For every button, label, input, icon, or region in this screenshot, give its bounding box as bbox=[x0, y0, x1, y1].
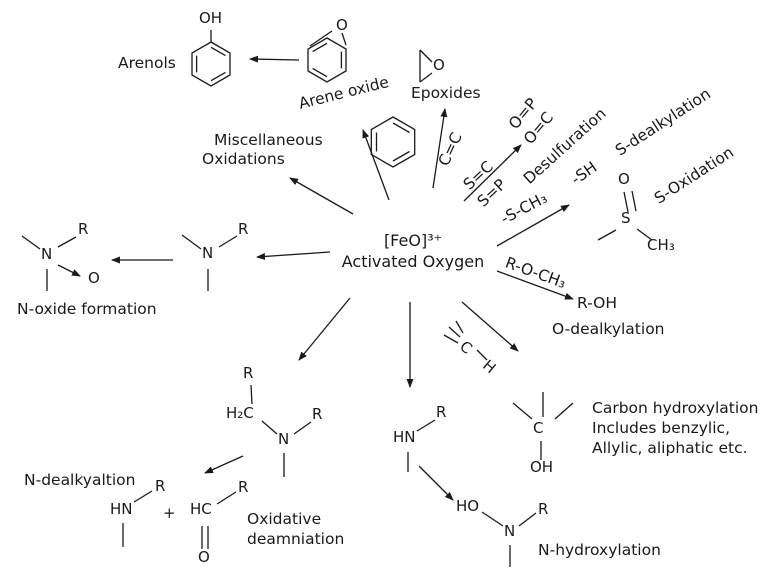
arrow-areneoxide-to-phenol bbox=[249, 55, 300, 63]
phenol-ring bbox=[191, 41, 231, 87]
hydroxylamine-n-label: N bbox=[504, 522, 516, 540]
deamination-bond bbox=[293, 421, 312, 435]
phenol-double-bond bbox=[210, 46, 226, 57]
arrow-to-n-dealkylation-products bbox=[204, 455, 244, 474]
noxide-o-label: O bbox=[88, 269, 100, 287]
n-dealkylation-label: N-dealkyaltion bbox=[24, 471, 136, 489]
benzene-ring bbox=[370, 116, 416, 168]
noxide-n-label: N bbox=[41, 245, 53, 263]
hydroxylamine-r-label: R bbox=[538, 500, 549, 518]
deamination-bond bbox=[250, 384, 253, 405]
sulfoxide-s-label: S bbox=[621, 209, 631, 227]
product-r-label: R bbox=[155, 477, 166, 495]
ch-bond bbox=[476, 349, 488, 361]
deamination-bond bbox=[261, 420, 278, 435]
carbinol-bond bbox=[554, 402, 574, 420]
arrow-to-epoxides bbox=[432, 108, 448, 189]
nhydroxylation-bond bbox=[416, 419, 436, 432]
oxidative-deamination-label-line1: Oxidative bbox=[247, 510, 322, 528]
arene-oxide-double-bond bbox=[312, 67, 328, 78]
epoxide-bond bbox=[419, 49, 433, 63]
hydroxylamine-ho-label: HO bbox=[456, 497, 480, 515]
noxide-bond bbox=[57, 236, 77, 248]
noxide-r-label: R bbox=[78, 220, 89, 238]
plus-sign: + bbox=[163, 504, 176, 522]
arrow-hn-to-hydroxylamine bbox=[418, 465, 454, 501]
carbon-hydroxylation-label-line3: Allylic, aliphatic etc. bbox=[592, 439, 748, 457]
n-oxide-formation-label: N-oxide formation bbox=[17, 300, 157, 318]
ch-tick bbox=[448, 326, 461, 338]
product-hn-label: HN bbox=[110, 500, 133, 518]
phenol-double-bond bbox=[210, 71, 226, 82]
nhydroxylation-r-label: R bbox=[436, 403, 447, 421]
deamination-n-label: N bbox=[278, 430, 290, 448]
sulfoxide-double-bond bbox=[623, 191, 629, 213]
aldehyde-bond bbox=[216, 491, 237, 505]
oxidative-deamination-label-line2: deamniation bbox=[247, 530, 345, 548]
arrow-to-o-dealkylation bbox=[496, 270, 574, 300]
epoxide-bond bbox=[419, 72, 433, 83]
sulfoxide-o-label: O bbox=[618, 170, 630, 188]
arenols-label: Arenols bbox=[118, 54, 176, 72]
ch-tick bbox=[443, 334, 459, 344]
carbinol-c-label: C bbox=[533, 419, 544, 437]
center-label: Activated Oxygen bbox=[341, 252, 485, 271]
carbinol-bond bbox=[512, 402, 533, 420]
noxide-bond bbox=[21, 235, 41, 250]
carbon-hydroxylation-label-line1: Carbon hydroxylation bbox=[592, 399, 759, 417]
arene-oxide-ring bbox=[307, 37, 347, 83]
noxide-n-to-o-arrow bbox=[57, 264, 81, 277]
amine-bond bbox=[181, 234, 202, 250]
aldehyde-hc-label: HC bbox=[190, 500, 212, 518]
amine-n-label: N bbox=[202, 244, 214, 262]
arene-oxide-o-label: O bbox=[336, 16, 348, 34]
amine-r-label: R bbox=[238, 220, 249, 238]
sulfoxide-double-bond bbox=[631, 190, 637, 212]
arrow-to-oxidative-deamination bbox=[298, 297, 351, 361]
arrow-to-desulfuration bbox=[463, 144, 522, 202]
center-formula: [FeO]³⁺ bbox=[383, 231, 443, 250]
amine-bond bbox=[218, 235, 238, 248]
arrow-to-s-dealkylation bbox=[496, 204, 570, 247]
arrow-to-carbon-hydroxylation bbox=[461, 301, 519, 352]
nhydroxylation-hn-label: HN bbox=[393, 428, 416, 446]
deamination-r-top-label: R bbox=[243, 364, 254, 382]
deamination-h2c-label: H₂C bbox=[226, 404, 254, 422]
deamination-r-right-label: R bbox=[312, 405, 323, 423]
arene-oxide-o-bond bbox=[309, 30, 333, 47]
arrow-to-miscellaneous bbox=[289, 177, 354, 215]
ch-tick bbox=[455, 320, 464, 334]
arene-oxide-double-bond bbox=[312, 42, 328, 53]
hn-product-bond bbox=[133, 490, 153, 503]
miscellaneous-label-line1: Miscellaneous bbox=[214, 131, 323, 149]
sulfoxide-ch3-label: CH₃ bbox=[647, 236, 675, 254]
sulfoxide-bond bbox=[597, 229, 617, 241]
sulfoxide-bond bbox=[636, 228, 653, 241]
arene-oxide-o-bond bbox=[341, 32, 347, 46]
o-dealkylation-label: O-dealkylation bbox=[552, 320, 665, 338]
miscellaneous-label-line2: Oxidations bbox=[202, 150, 285, 168]
hydroxylamine-bond bbox=[518, 512, 537, 527]
arrow-to-amine bbox=[256, 251, 331, 260]
aldehyde-o-label: O bbox=[198, 548, 210, 566]
benzene-double-bond bbox=[392, 122, 410, 134]
benzene-double-bond bbox=[392, 150, 410, 162]
n-hydroxylation-label: N-hydroxylation bbox=[538, 541, 661, 559]
r-oh-product-label: R-OH bbox=[577, 294, 618, 312]
carbinol-oh-label: OH bbox=[530, 458, 554, 476]
phenol-oh-label: OH bbox=[199, 9, 223, 27]
aldehyde-r-label: R bbox=[238, 478, 249, 496]
epoxide-o-label: O bbox=[433, 56, 445, 74]
carbon-hydroxylation-label-line2: Includes benzylic, bbox=[592, 419, 730, 437]
epoxides-label: Epoxides bbox=[411, 84, 481, 102]
hydroxylamine-bond bbox=[481, 511, 504, 527]
arrow-to-arene-oxide bbox=[362, 129, 390, 201]
